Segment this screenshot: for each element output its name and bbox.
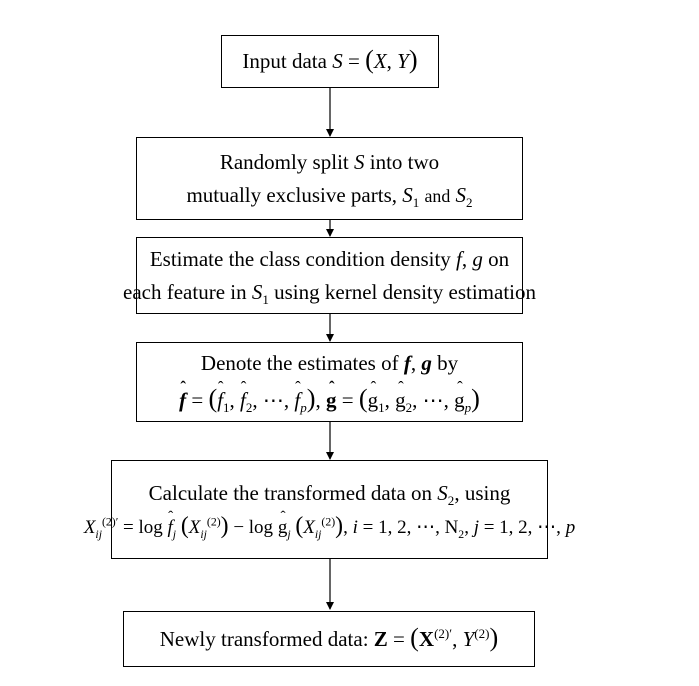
input-data-box: Input data S = (X, Y) xyxy=(221,35,439,88)
output-line: Newly transformed data: Z = (X(2)′, Y(2)… xyxy=(159,622,499,652)
calculate-transformed-box: Calculate the transformed data on S2, us… xyxy=(84,460,575,559)
output-data-box: Newly transformed data: Z = (X(2)′, Y(2)… xyxy=(123,611,535,667)
split-box: Randomly split S into two mutually exclu… xyxy=(136,137,523,220)
estimate-line-1: Estimate the class condition density f, … xyxy=(149,246,510,271)
input-line: Input data S = (X, Y) xyxy=(242,45,418,75)
estimate-line-2: each feature in S1 using kernel density … xyxy=(123,279,536,307)
calculate-line-1: Calculate the transformed data on S2, us… xyxy=(148,480,511,508)
denote-line-1: Denote the estimates of f, g by xyxy=(200,351,459,376)
split-line-1: Randomly split S into two xyxy=(219,149,440,174)
estimate-density-box: Estimate the class condition density f, … xyxy=(123,237,536,314)
input-label: Input data xyxy=(242,49,327,74)
split-line-2: mutually exclusive parts, S1 and S2 xyxy=(186,182,473,210)
